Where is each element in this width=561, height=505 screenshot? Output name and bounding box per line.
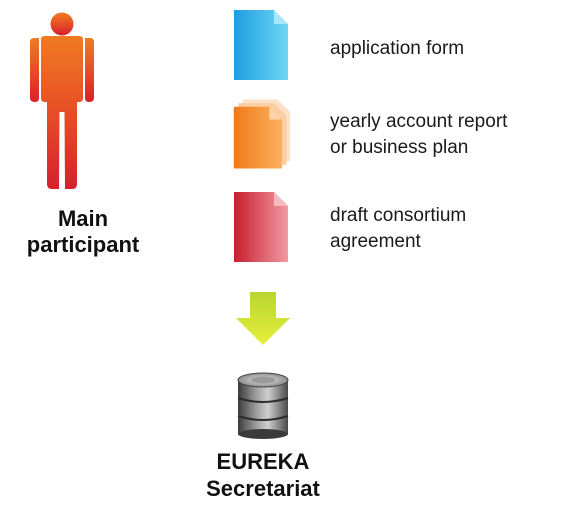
application-form-document-icon	[234, 10, 288, 80]
account-report-document-stack-icon	[233, 99, 291, 169]
main-participant-label-line1: Main	[57, 206, 109, 231]
eureka-secretariat-label-line2: Secretariat	[206, 476, 320, 501]
main-participant-label-line2: participant	[26, 232, 140, 257]
eureka-secretariat-label: EUREKA Secretariat	[175, 448, 351, 502]
person-icon	[30, 12, 94, 189]
account-report-label-line2: or business plan	[330, 137, 469, 158]
consortium-agreement-label-line2: agreement	[330, 231, 421, 252]
main-participant-label: Main participant	[0, 206, 166, 258]
eureka-secretariat-label-line1: EUREKA	[216, 449, 310, 474]
application-form-label-line1: application form	[330, 38, 465, 59]
consortium-agreement-label: draft consortium agreement	[330, 203, 555, 255]
account-report-label: yearly account report or business plan	[330, 109, 558, 161]
application-form-label: application form	[330, 36, 555, 62]
arrow-down-icon	[236, 292, 290, 345]
account-report-label-line1: yearly account report	[330, 111, 508, 132]
consortium-agreement-document-icon	[234, 192, 288, 262]
consortium-agreement-label-line1: draft consortium	[330, 205, 467, 226]
database-icon	[237, 372, 289, 439]
